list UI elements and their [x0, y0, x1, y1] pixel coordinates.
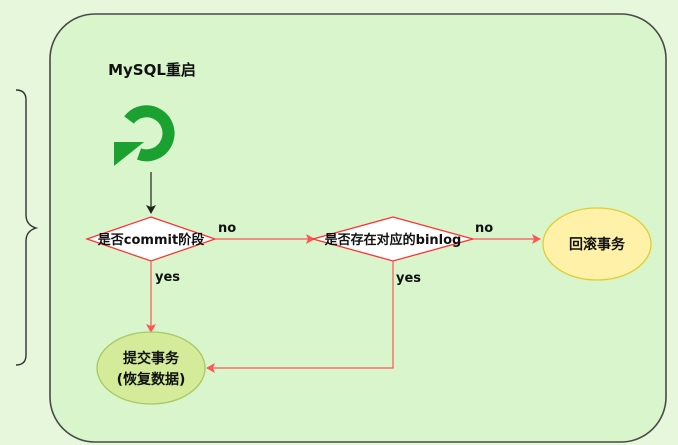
edge-label-commit-no: no [218, 221, 236, 236]
commit-label-line2: (恢复数据) [117, 371, 186, 388]
decision-commit-label: 是否commit阶段 [97, 232, 204, 248]
rollback-node [542, 207, 652, 281]
restart-title: MySQL重启 [108, 61, 196, 79]
left-brace [15, 89, 39, 366]
decision-binlog-label: 是否存在对应的binlog [324, 232, 462, 248]
rollback-label: 回滚事务 [569, 236, 626, 253]
arrow-binlog-yes [206, 261, 394, 373]
edge-label-commit-yes: yes [155, 270, 180, 285]
edge-label-binlog-yes: yes [396, 271, 421, 286]
edge-label-binlog-no: no [475, 221, 493, 236]
commit-node [96, 331, 206, 405]
refresh-icon [114, 105, 175, 166]
commit-label-line1: 提交事务 [123, 350, 180, 367]
